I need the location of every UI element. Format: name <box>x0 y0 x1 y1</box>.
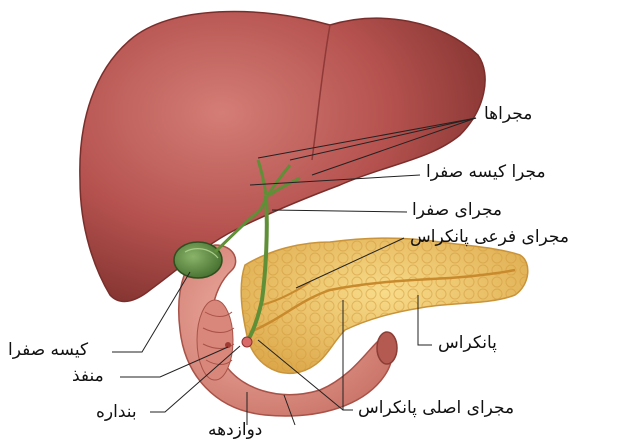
label-main-pancreatic-duct: مجرای اصلی پانکراس <box>358 398 514 418</box>
label-opening: منفذ <box>72 366 104 386</box>
label-ducts: مجراها <box>484 104 532 124</box>
label-gallbladder: کیسه صفرا <box>8 340 88 360</box>
sphincter-marker <box>242 337 252 347</box>
gallbladder <box>174 242 222 278</box>
label-duodenum: دوازدهه <box>208 420 262 440</box>
label-accessory-pancreatic-duct: مجرای فرعی پانکراس <box>410 227 569 247</box>
label-pancreas: پانکراس <box>438 333 497 353</box>
label-bile-duct: مجرای صفرا <box>412 200 502 220</box>
label-cystic-duct: مجرا کیسه صفرا <box>426 162 546 182</box>
duodenum-opening-end <box>377 332 397 364</box>
label-sphincter: بنداره <box>96 402 137 422</box>
